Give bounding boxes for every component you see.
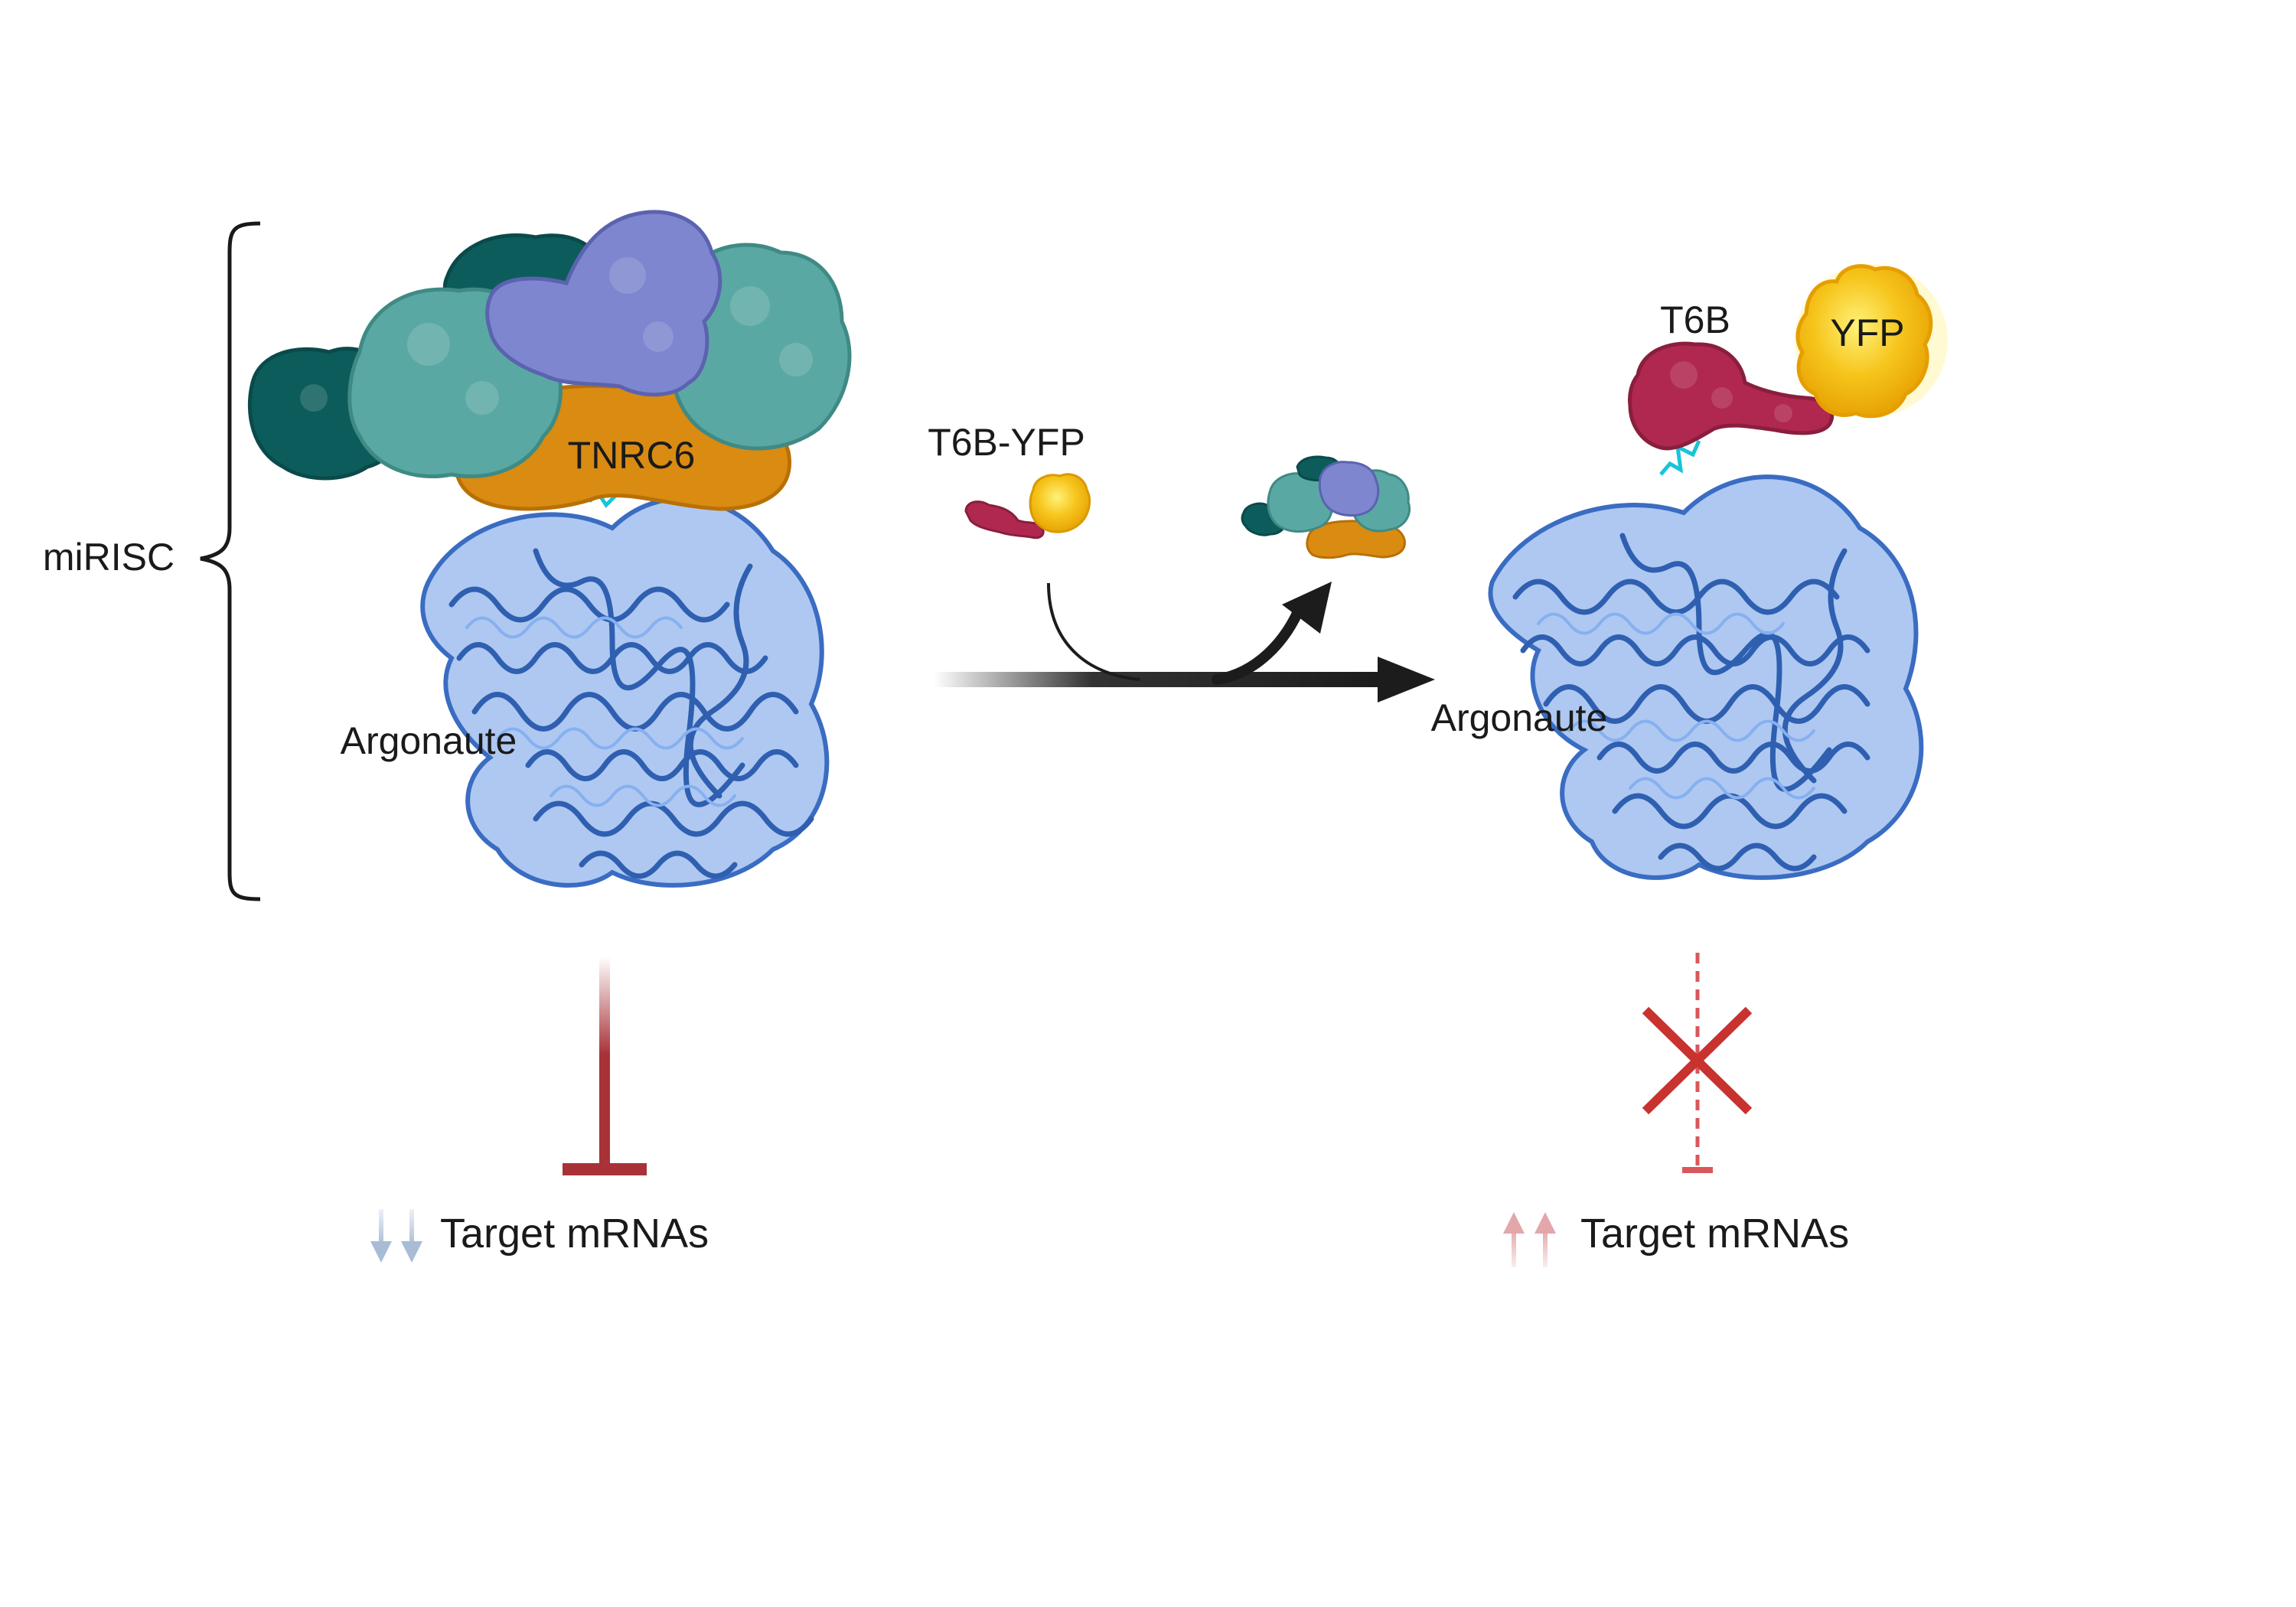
t6b-label: T6B <box>1660 298 1730 341</box>
up-arrows-icon <box>1503 1212 1556 1267</box>
yfp-label: YFP <box>1830 311 1904 354</box>
process-arrow <box>934 582 1435 702</box>
mirisc-complex: miRISC Argonaute <box>43 210 852 901</box>
t6b-protein <box>1628 341 1835 451</box>
t6b-yfp-label: T6B-YFP <box>928 421 1085 464</box>
tnrc6-label: TNRC6 <box>568 434 696 477</box>
argonaute-left-protein <box>420 496 830 888</box>
tnrc6-complex <box>247 210 852 511</box>
argonaute-left-label: Argonaute <box>341 719 517 762</box>
tnrc6-complex-released <box>1241 455 1411 559</box>
linker-right <box>1659 439 1701 476</box>
inhibition-symbol <box>563 957 647 1175</box>
argonaute-right-label: Argonaute <box>1431 696 1608 739</box>
target-mrnas-right: Target mRNAs <box>1580 1211 1849 1257</box>
target-mrnas-left: Target mRNAs <box>440 1211 709 1257</box>
mirisc-label: miRISC <box>43 536 174 579</box>
mirisc-brace <box>200 221 261 901</box>
t6b-yfp-small <box>964 473 1091 539</box>
cross-icon <box>1642 1006 1753 1115</box>
lavender-subunit <box>485 210 722 397</box>
argonaute-right-protein <box>1488 474 1924 880</box>
yfp-protein <box>1795 264 1948 419</box>
down-arrows-icon <box>370 1209 422 1263</box>
surface-texture <box>300 257 813 415</box>
blocked-inhibition-symbol <box>1642 953 1753 1173</box>
